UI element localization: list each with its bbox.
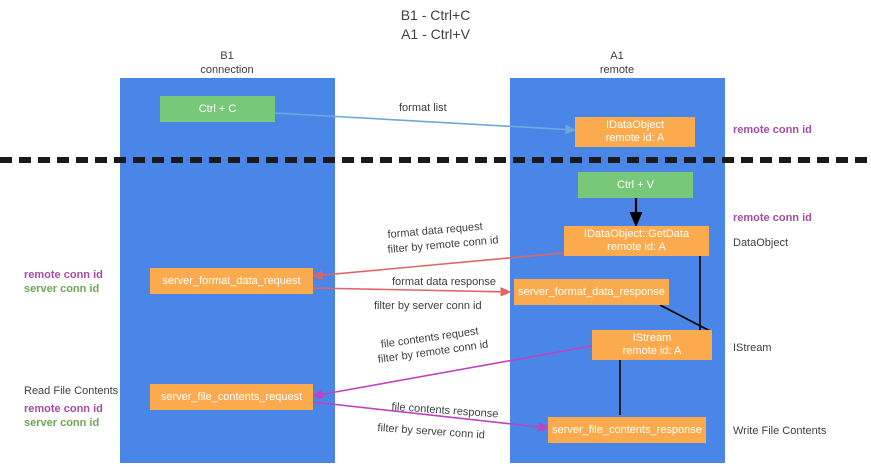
box-server-file-contents-request[interactable]: server_file_contents_request xyxy=(150,384,313,410)
filter-prefix: filter by xyxy=(387,240,427,256)
annotation-istream: IStream xyxy=(733,342,772,354)
box-ctrl-c[interactable]: Ctrl + C xyxy=(160,96,275,122)
filter-key-server-conn-id-2: server conn id xyxy=(415,424,486,442)
edge-label-file-contents-response: file contents response xyxy=(391,400,499,421)
filter-prefix-3: filter by xyxy=(377,348,417,366)
box-server-format-data-request[interactable]: server_format_data_request xyxy=(150,268,313,294)
box-idataobject[interactable]: IDataObject remote id: A xyxy=(575,117,695,147)
annotation-left-server-conn-id-2: server conn id xyxy=(24,417,100,429)
page-title: B1 - Ctrl+C A1 - Ctrl+V xyxy=(400,7,471,42)
filter-prefix-2: filter by xyxy=(374,300,413,312)
box-server-file-contents-response[interactable]: server_file_contents_response xyxy=(548,417,706,443)
column-header-b1: B1 connection xyxy=(200,50,254,76)
box-server-format-data-response[interactable]: server_format_data_response xyxy=(514,279,669,305)
box-idataobject-getdata[interactable]: IDataObject::GetData remote id: A xyxy=(564,226,709,256)
annotation-left-server-conn-id: server conn id xyxy=(24,283,100,295)
box-ctrl-v[interactable]: Ctrl + V xyxy=(578,172,693,198)
edge-label-file-contents-response-filter: filter by server conn id xyxy=(377,421,485,442)
annotation-dataobject: DataObject xyxy=(733,237,789,249)
annotation-write-file-contents: Write File Contents xyxy=(733,425,827,437)
annotation-read-file-contents: Read File Contents xyxy=(24,385,119,397)
annotation-remote-conn-id-top: remote conn id xyxy=(733,124,812,136)
annotation-remote-conn-id-mid: remote conn id xyxy=(733,212,812,224)
box-istream[interactable]: IStream remote id: A xyxy=(592,330,712,360)
annotation-left-remote-conn-id-2: remote conn id xyxy=(24,403,103,415)
filter-prefix-4: filter by xyxy=(377,421,417,437)
edge-label-format-data-response-filter: filter by server conn id xyxy=(374,299,482,313)
column-header-a1: A1 remote xyxy=(599,50,635,76)
filter-key-server-conn-id: server conn id xyxy=(412,300,482,312)
edge-label-format-data-response: format data response xyxy=(392,276,496,288)
annotation-left-remote-conn-id: remote conn id xyxy=(24,269,103,281)
phase-divider xyxy=(0,157,871,163)
edge-label-format-list: format list xyxy=(399,102,447,114)
